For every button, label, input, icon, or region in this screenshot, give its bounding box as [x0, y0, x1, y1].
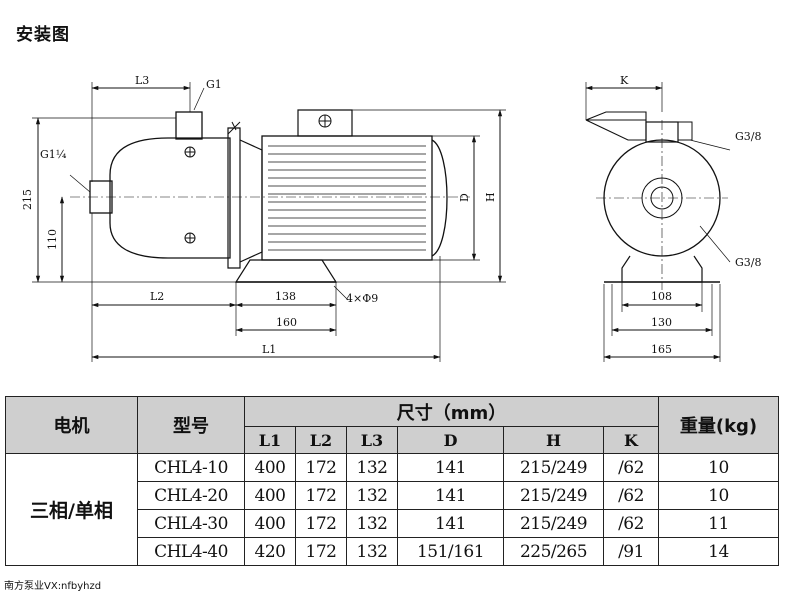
table-row: CHL4-40 420 172 132 151/161 225/265 /91 …: [6, 537, 779, 566]
installation-drawing: L3 G1 G1¼ 215 110 D H L2 138 4×Φ9 160 L1…: [21, 74, 762, 362]
table-row: CHL4-30 400 172 132 141 215/249 /62 11: [6, 509, 779, 538]
label-G1: G1: [206, 78, 222, 91]
label-G38-top: G3/8: [735, 130, 762, 143]
label-130: 130: [651, 316, 672, 329]
L2-cell: 172: [295, 509, 347, 538]
D-cell: 141: [397, 481, 504, 510]
spec-table: 电机 型号 尺寸（mm） 重量(kg) L1 L2 L3 D H K 三相/单相…: [5, 396, 779, 566]
side-view-labels: K G3/8 G3/8 108 130 165: [620, 74, 762, 356]
K-cell: /91: [603, 537, 659, 566]
label-110: 110: [46, 229, 59, 250]
motor-type-cell: 三相/单相: [5, 453, 138, 566]
H-cell: 215/249: [503, 481, 604, 510]
L3-cell: 132: [346, 481, 398, 510]
label-G1-quarter: G1¼: [40, 148, 67, 161]
header-K: K: [603, 426, 659, 454]
weight-cell: 14: [658, 537, 779, 566]
L2-cell: 172: [295, 537, 347, 566]
label-D: D: [458, 193, 471, 202]
H-cell: 215/249: [503, 453, 604, 482]
model-cell: CHL4-40: [137, 537, 245, 566]
label-165: 165: [651, 343, 672, 356]
weight-cell: 10: [658, 481, 779, 510]
motor-fins: [268, 145, 426, 251]
label-L2: L2: [150, 290, 164, 303]
header-D: D: [397, 426, 504, 454]
header-size: 尺寸（mm）: [244, 396, 659, 427]
table-row: 三相/单相 CHL4-10 400 172 132 141 215/249 /6…: [5, 453, 779, 566]
D-cell: 141: [397, 509, 504, 538]
model-cell: CHL4-10: [137, 453, 245, 482]
header-L2: L2: [295, 426, 347, 454]
label-G38-bottom: G3/8: [735, 256, 762, 269]
page-title: 安装图: [16, 25, 70, 45]
label-H: H: [484, 192, 497, 202]
label-K: K: [620, 74, 629, 87]
K-cell: /62: [603, 481, 659, 510]
L1-cell: 400: [244, 509, 296, 538]
K-cell: /62: [603, 509, 659, 538]
model-cell: CHL4-20: [137, 481, 245, 510]
label-160: 160: [276, 316, 297, 329]
L1-cell: 400: [244, 453, 296, 482]
D-cell: 151/161: [397, 537, 504, 566]
L2-cell: 172: [295, 481, 347, 510]
header-L3: L3: [346, 426, 398, 454]
weight-cell: 10: [658, 453, 779, 482]
header-model: 型号: [137, 396, 245, 454]
header-L1: L1: [244, 426, 296, 454]
L3-cell: 132: [346, 453, 398, 482]
footer-watermark: 南方泵业VX:nfbyhzd: [4, 581, 102, 592]
pump-front-view: [32, 82, 506, 362]
front-view-labels: L3 G1 G1¼ 215 110 D H L2 138 4×Φ9 160 L1: [21, 74, 497, 356]
K-cell: /62: [603, 453, 659, 482]
label-108: 108: [651, 290, 672, 303]
D-cell: 141: [397, 453, 504, 482]
model-cell: CHL4-30: [137, 509, 245, 538]
label-138: 138: [275, 290, 296, 303]
L3-cell: 132: [346, 509, 398, 538]
label-bolt: 4×Φ9: [346, 292, 378, 305]
L3-cell: 132: [346, 537, 398, 566]
label-L1: L1: [262, 343, 276, 356]
table-row: CHL4-20 400 172 132 141 215/249 /62 10: [6, 481, 779, 510]
L1-cell: 420: [244, 537, 296, 566]
header-motor: 电机: [5, 396, 138, 454]
L1-cell: 400: [244, 481, 296, 510]
label-L3: L3: [135, 74, 149, 87]
H-cell: 225/265: [503, 537, 604, 566]
pump-side-view: [585, 82, 731, 362]
H-cell: 215/249: [503, 509, 604, 538]
header-H: H: [503, 426, 604, 454]
weight-cell: 11: [658, 509, 779, 538]
label-215: 215: [21, 189, 34, 210]
header-weight: 重量(kg): [658, 396, 779, 454]
L2-cell: 172: [295, 453, 347, 482]
